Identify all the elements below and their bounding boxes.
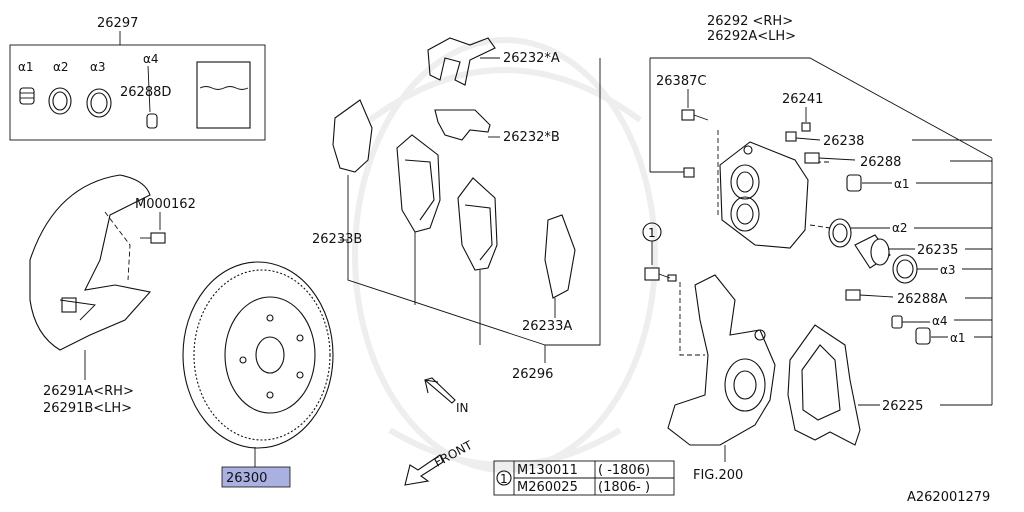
piston-seal-part: [828, 218, 852, 248]
knuckle-reference: FIG.200: [693, 468, 743, 483]
kit-box: [9, 44, 266, 141]
steering-knuckle-part: [667, 274, 776, 446]
pin-bolt-number: 26288: [860, 155, 901, 170]
dust-seal-part: [86, 88, 112, 118]
table-row-2-range: (1806- ): [598, 480, 650, 495]
right-a3: α3: [940, 263, 956, 277]
right-a1-top: α1: [894, 177, 910, 191]
brake-rotor-part: [182, 261, 334, 449]
table-row-1-part: M130011: [517, 463, 578, 478]
in-arrow-label: IN: [456, 401, 469, 415]
boot-part: [19, 87, 35, 105]
pin-sleeve-part: [891, 315, 903, 329]
front-arrow-icon: [404, 454, 444, 486]
shim-a-part: [544, 214, 576, 299]
rotor-number-highlight: [221, 466, 291, 488]
shield-bolt-number: M000162: [135, 197, 196, 212]
inner-pad-part: [396, 134, 441, 233]
watermark-logo: [352, 37, 658, 473]
kit-item-a1: α1: [18, 60, 34, 74]
piston-part: [854, 234, 891, 269]
shield-rh-number: 26291A<RH>: [43, 384, 134, 399]
kit-item-a2: α2: [53, 60, 69, 74]
caliper-body-part: [719, 141, 809, 249]
caliper-plug-part: [683, 167, 695, 178]
shim-b-part: [332, 99, 373, 173]
diagram-id: A262001279: [907, 490, 990, 505]
spring-b-number: 26232*B: [503, 130, 560, 145]
ref-marker-number: 1: [648, 226, 656, 240]
kit-item-a4: α4: [143, 52, 159, 66]
bleeder-bolt-number: 26387C: [656, 74, 706, 89]
pad-spring-a-part: [427, 37, 496, 86]
caliper-support-part: [787, 324, 861, 446]
right-a2: α2: [892, 221, 908, 235]
guide-pin-bolt-a-part: [845, 289, 894, 301]
kit-part-number: 26297: [97, 16, 138, 31]
sleeve-part: [146, 113, 158, 129]
seal-ring-part: [48, 87, 72, 115]
dust-shield-part: [29, 174, 152, 351]
piston-number: 26235: [917, 243, 958, 258]
shim-a-number: 26233A: [522, 319, 572, 334]
caliper-bolt-part: [644, 267, 677, 282]
reference-table: 1 M130011 ( -1806) M260025 (1806- ): [493, 460, 675, 496]
support-number: 26225: [882, 399, 923, 414]
table-row-2-part: M260025: [517, 480, 578, 495]
shim-b-number: 26233B: [312, 232, 362, 247]
bleeder-number: 26238: [823, 134, 864, 149]
caliper-lh-number: 26292A<LH>: [707, 29, 796, 44]
bleeder-bolt-part: [681, 109, 709, 121]
spring-a-number: 26232*A: [503, 51, 560, 66]
right-a1-bottom: α1: [950, 331, 966, 345]
caliper-rh-number: 26292 <RH>: [707, 14, 793, 29]
kit-item-a3: α3: [90, 60, 106, 74]
pin-boot-top-part: [846, 174, 862, 192]
pad-spring-b-part: [434, 109, 491, 141]
bleeder-part: [785, 131, 797, 142]
pad-set-number: 26296: [512, 367, 553, 382]
pin-boot-bottom-part: [915, 327, 931, 345]
cap-number: 26241: [782, 92, 823, 107]
rotor-part-number: 26300: [226, 471, 267, 486]
outer-pad-part: [457, 177, 498, 271]
kit-grease-number: 26288D: [120, 85, 171, 100]
pin-bolt-a-number: 26288A: [897, 292, 947, 307]
grease-pack: [196, 61, 251, 129]
in-arrow-icon: [423, 377, 456, 404]
guide-pin-bolt-part: [804, 152, 856, 164]
table-row-1-range: ( -1806): [598, 463, 650, 478]
shield-bolt-part: [140, 232, 166, 244]
bleeder-cap-part: [801, 122, 811, 132]
table-marker: 1: [500, 472, 508, 486]
shield-lh-number: 26291B<LH>: [43, 401, 132, 416]
right-a4: α4: [932, 314, 948, 328]
